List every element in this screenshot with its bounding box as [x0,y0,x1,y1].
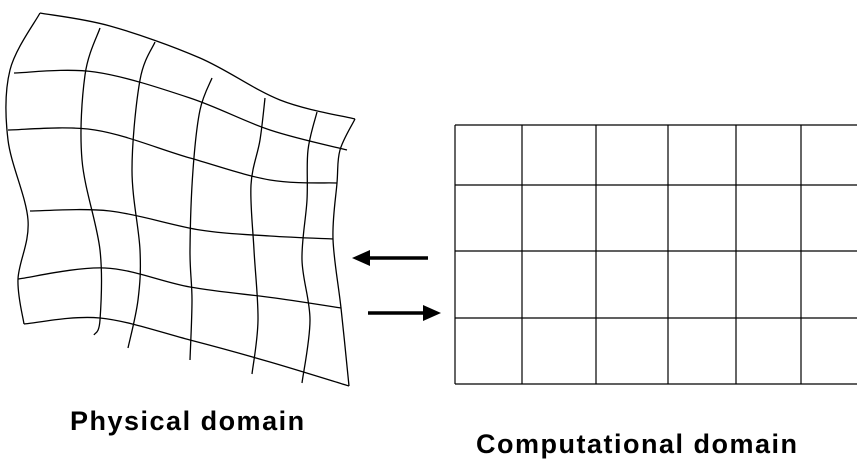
physical-domain-caption: Physical domain [70,406,306,436]
computational-domain-caption: Computational domain [476,429,799,459]
physical-grid-column-curve [80,27,103,336]
physical-grid-column-curve [127,41,156,349]
physical-grid-row-curve [13,69,348,151]
physical-grid-column-curve [301,111,318,384]
physical-grid-row-curve [7,127,338,184]
physical-grid-row-curve [29,208,334,240]
physical-grid-column-curve [250,97,266,375]
mapping-arrow-right [368,305,441,321]
mapping-arrow-left [352,250,428,266]
physical-grid-row-curve [39,12,356,120]
physical-grid-row-curve [17,267,342,309]
physical-grid-column-curve [5,12,41,325]
computational-domain-cartesian-grid [454,124,857,385]
physical-grid-row-curve [23,316,350,387]
physical-grid-column-curve [189,77,213,361]
physical-domain-curvilinear-grid [5,12,356,387]
physical-grid-column-curve [332,118,356,387]
